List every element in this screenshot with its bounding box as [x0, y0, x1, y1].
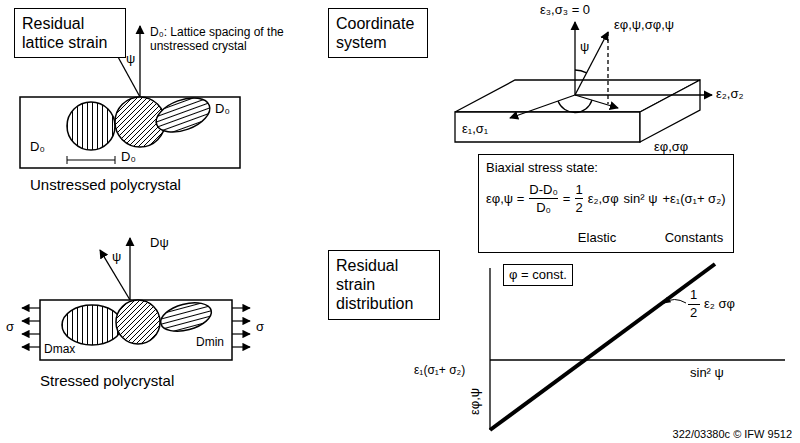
- slope-denominator: 2: [690, 306, 697, 321]
- strain-line: [490, 264, 715, 430]
- node-text: Coordinate system: [336, 14, 420, 52]
- fraction-numerator: 1: [575, 182, 582, 198]
- axis-label: ε₃,σ₃ = 0: [540, 3, 590, 18]
- spacing-label: D₀: [121, 150, 136, 165]
- formula-term: =: [563, 191, 571, 206]
- axis-label: εφ,ψ: [468, 388, 483, 415]
- formula-part: =: [563, 191, 571, 207]
- bracket-label: Elastic: [578, 230, 616, 246]
- formula-row: εφ,ψ =D-D₀D₀=12ε₂,σφsin² ψ+ε₁(σ₁+ σ₂): [486, 182, 726, 216]
- axis-label: εφ,ψ,σφ,ψ: [614, 18, 674, 33]
- bracket-label: Constants: [665, 230, 724, 246]
- spacing-label: Dmax: [44, 343, 75, 357]
- axes: [510, 22, 712, 118]
- grain: [158, 298, 215, 337]
- node-text: φ = const.: [509, 267, 567, 283]
- angle-symbol: ψ: [126, 52, 135, 67]
- node-text: Residual lattice strain: [22, 14, 118, 52]
- y-axis: [489, 268, 490, 430]
- definition-note: D₀: Lattice spacing of the unstressed cr…: [150, 26, 310, 54]
- formula-term: ε₂,σφ: [588, 191, 619, 206]
- axis-label: ε₂,σ₂: [716, 87, 744, 102]
- formula-part: sin² ψ: [624, 191, 658, 207]
- grain: [152, 91, 215, 138]
- intercept-label: ε₁(σ₁+ σ₂): [414, 364, 465, 378]
- grain: [62, 305, 122, 345]
- spacing-label: D₀: [30, 140, 45, 155]
- title-box: Coordinate system: [328, 8, 428, 58]
- bracket-labels: Elastic Constants: [486, 230, 726, 247]
- fraction-bar: [575, 198, 582, 199]
- spacing-label: Dmin: [196, 336, 224, 350]
- slope-numerator: 1: [690, 288, 697, 303]
- fraction-numerator: D-D₀: [529, 182, 558, 198]
- slope-label: ε₂ σφ: [704, 297, 735, 312]
- box-heading: Biaxial stress state:: [486, 160, 598, 175]
- title-box: Residual lattice strain: [14, 8, 126, 58]
- grain: [116, 300, 160, 344]
- formula-term: +ε₁(σ₁+ σ₂): [662, 191, 725, 206]
- formula-box: Biaxial stress state:εφ,ψ =D-D₀D₀=12ε₂,σ…: [478, 154, 734, 253]
- title-box: Residual strain distribution: [328, 250, 440, 320]
- formula-term: εφ,ψ =: [486, 191, 524, 206]
- node-text: Residual strain distribution: [336, 256, 432, 314]
- axis-label: sin² ψ: [690, 366, 724, 381]
- fraction-denominator: 2: [575, 200, 582, 216]
- slab-side: [640, 80, 700, 142]
- formula-part: εφ,ψ =: [486, 191, 524, 207]
- spacing-label: Dψ: [150, 236, 169, 251]
- slope-pointer: [664, 300, 686, 304]
- dimension-line: [67, 156, 115, 164]
- axis-label: ε₁,σ₁: [462, 122, 488, 137]
- formula-part: D-D₀ D₀: [529, 182, 558, 216]
- stress-symbol: σ: [6, 320, 14, 335]
- spacing-label: D₀: [215, 102, 230, 117]
- fraction-bar: [529, 198, 558, 199]
- angle-symbol: ψ: [580, 40, 589, 55]
- stress-symbol: σ: [256, 320, 264, 335]
- x-axis: [490, 359, 785, 360]
- figure-caption: Unstressed polycrystal: [30, 176, 181, 193]
- normal-arrow: [129, 238, 130, 300]
- tilt-arrow: [100, 250, 130, 300]
- figure-caption: Stressed polycrystal: [40, 372, 174, 389]
- formula-part: +ε₁(σ₁+ σ₂): [662, 191, 725, 207]
- formula-term: sin² ψ: [624, 191, 658, 206]
- axis-label: εφ,σφ: [654, 140, 688, 155]
- fraction-bar: [688, 304, 700, 305]
- formula-part: 12: [575, 182, 582, 216]
- angle-symbol: ψ: [112, 250, 121, 265]
- grain: [67, 102, 115, 150]
- formula-part: ε₂,σφ: [588, 191, 619, 207]
- condition-box: φ = const.: [503, 264, 573, 286]
- figure-code: 322/03380c © IFW 9512: [673, 428, 792, 441]
- fraction-denominator: D₀: [536, 200, 551, 216]
- slab-front: [455, 112, 640, 142]
- normal-arrow: [139, 26, 140, 97]
